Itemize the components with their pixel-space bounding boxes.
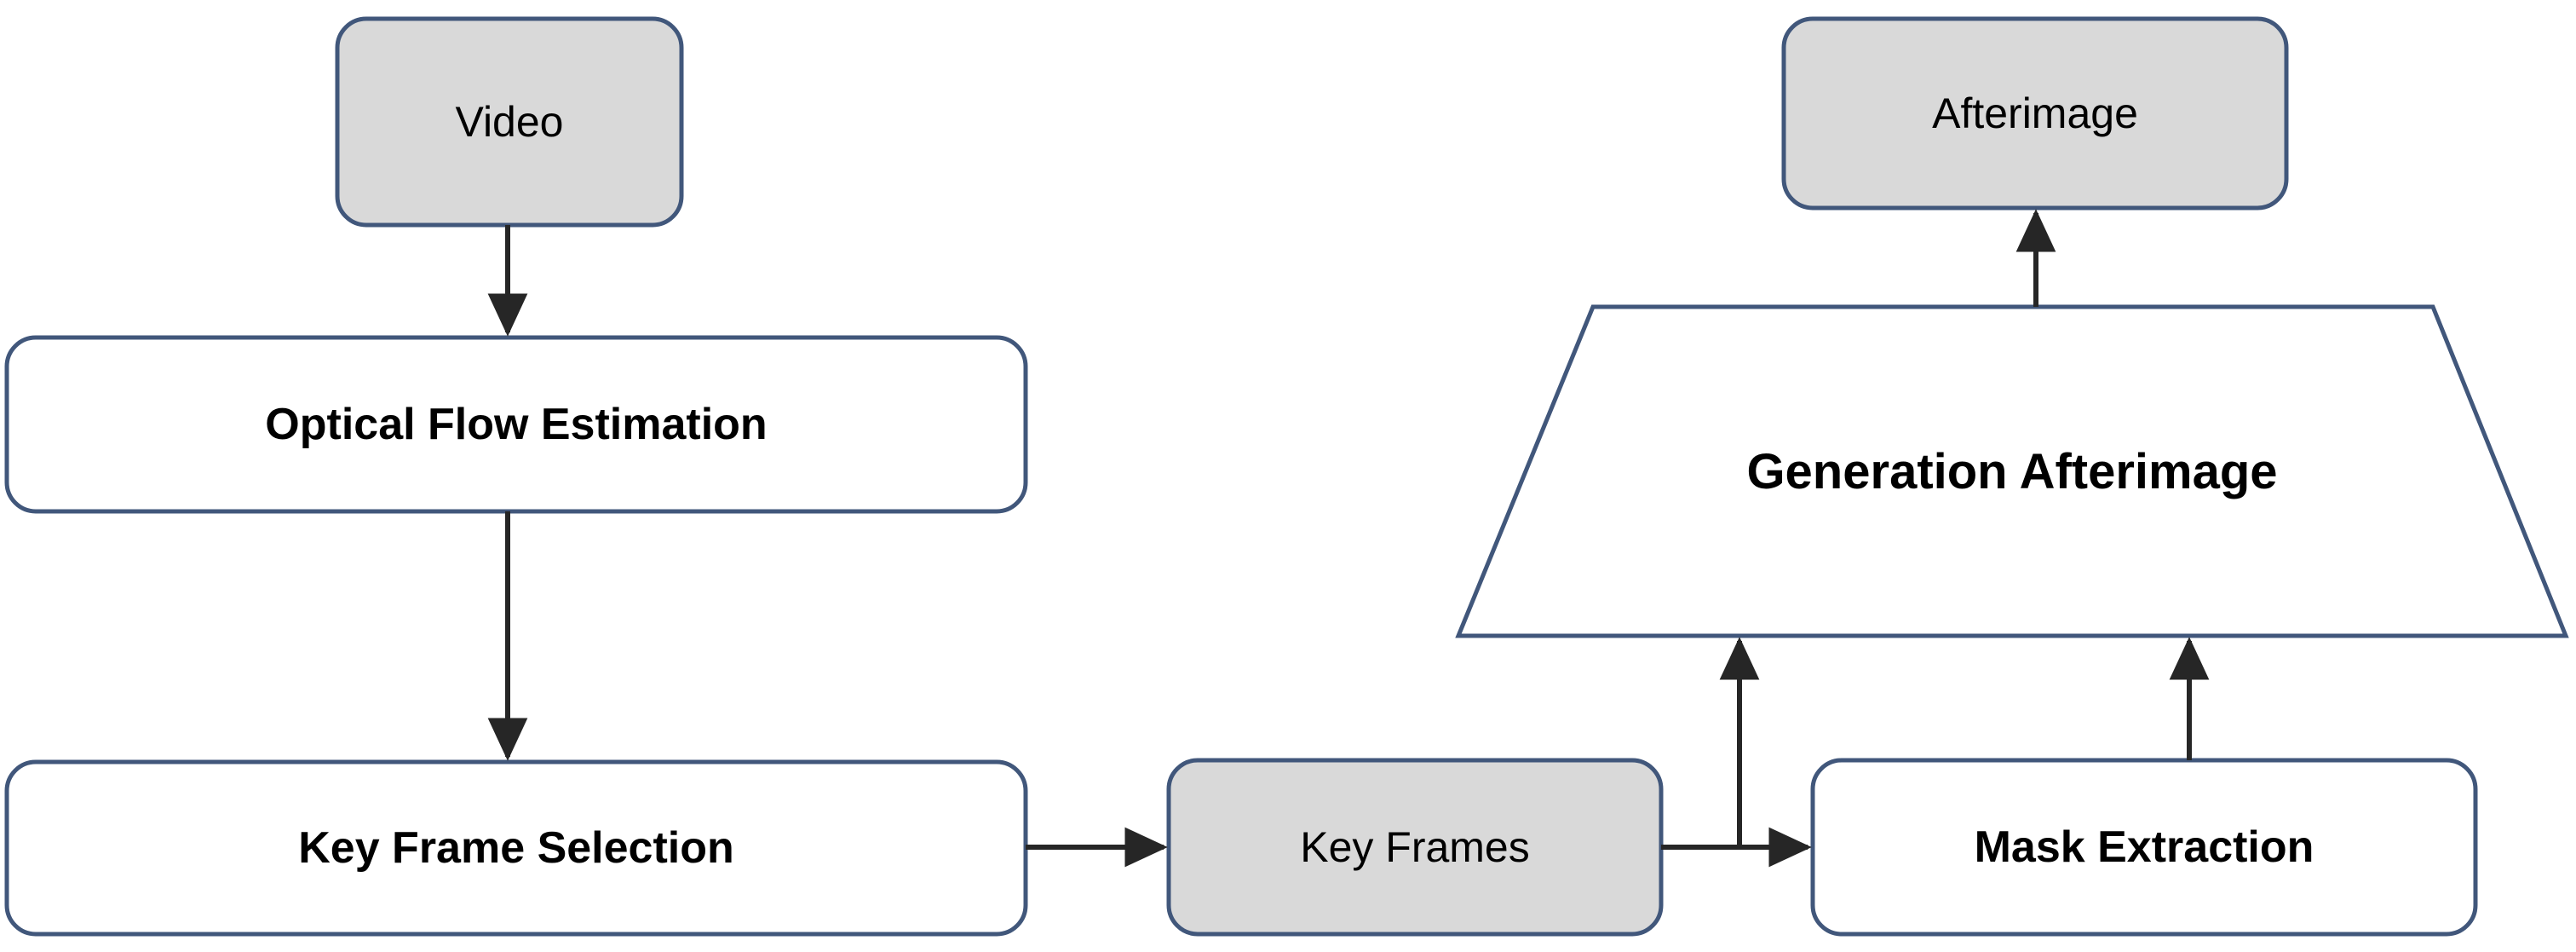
node-afterimage[interactable] — [1781, 16, 2289, 211]
node-generation-afterimage[interactable] — [1455, 304, 2569, 638]
node-optical-flow-estimation[interactable] — [4, 335, 1028, 514]
node-mask-extraction[interactable] — [1810, 758, 2478, 937]
node-key-frame-selection[interactable] — [4, 759, 1028, 937]
node-key-frames[interactable] — [1166, 758, 1664, 937]
node-video[interactable] — [335, 16, 684, 228]
